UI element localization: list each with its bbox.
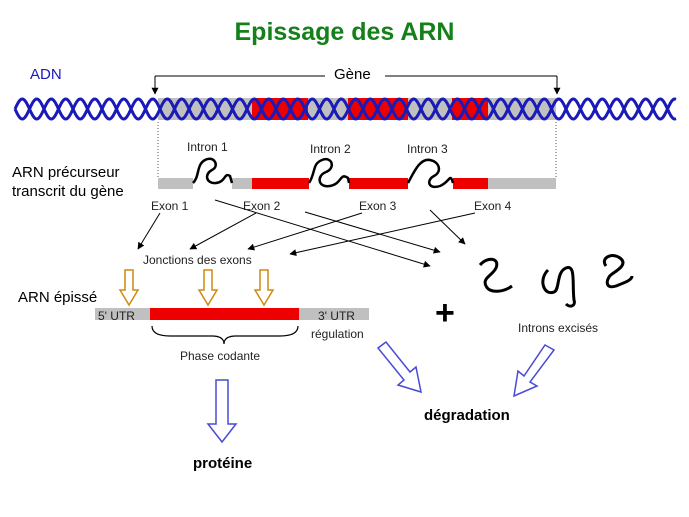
- gene-label: Gène: [331, 66, 374, 83]
- intron2-squiggle: [307, 157, 351, 188]
- protein-arrow-icon: [206, 379, 238, 444]
- degradation-label: dégradation: [424, 407, 510, 424]
- precursor-utr5: [158, 178, 193, 189]
- precursor-exon4-red: [453, 178, 488, 189]
- intron3-squiggle: [406, 158, 455, 189]
- precursor-utr3: [488, 178, 556, 189]
- precursor-exon2: [252, 178, 309, 189]
- intron-3-label: Intron 3: [407, 142, 448, 156]
- precursor-label-line1: ARN précurseur: [12, 164, 120, 181]
- spliced-coding: [150, 308, 299, 320]
- regulation-label: régulation: [311, 327, 364, 341]
- excised-intron-2: [541, 266, 576, 308]
- excised-intron-3: [603, 254, 634, 289]
- excised-introns-label: Introns excisés: [518, 321, 599, 335]
- guide-lines: [157, 122, 557, 178]
- coding-phase-label: Phase codante: [180, 349, 261, 363]
- coding-brace: [151, 325, 299, 345]
- spliced-label: ARN épissé: [18, 289, 98, 306]
- precursor-rna: [158, 157, 556, 189]
- utr5-label: 5' UTR: [98, 309, 135, 323]
- spliced-utr5: [95, 308, 150, 320]
- intron-2-label: Intron 2: [310, 142, 351, 156]
- excised-introns: [478, 254, 634, 308]
- precursor-exon1-gray: [232, 178, 252, 189]
- spliced-utr3: [299, 308, 369, 320]
- page-title: Epissage des ARN: [234, 18, 455, 46]
- mapping-arrows: [137, 199, 476, 268]
- utr3-label: 3' UTR: [318, 309, 355, 323]
- protein-label: protéine: [193, 455, 253, 472]
- spliced-rna: [95, 308, 369, 320]
- junction-arrow-icon: [118, 269, 140, 307]
- exon-2-label: Exon 2: [243, 199, 281, 213]
- flow-arrows: [206, 340, 556, 444]
- intron-degradation-arrow-icon: [513, 344, 556, 398]
- junction-arrow-icon: [197, 269, 219, 307]
- junction-arrows: [118, 269, 275, 307]
- junction-arrow-icon: [253, 269, 275, 307]
- precursor-label-line2: transcrit du gène: [12, 183, 124, 200]
- exon-1-label: Exon 1: [151, 199, 189, 213]
- exon-3-label: Exon 3: [359, 199, 397, 213]
- precursor-exon3: [349, 178, 408, 189]
- adn-label: ADN: [30, 66, 62, 83]
- gene-bracket: [151, 75, 561, 95]
- plus-sign: +: [435, 294, 455, 332]
- junctions-label: Jonctions des exons: [143, 253, 252, 267]
- excised-intron-1: [478, 257, 513, 293]
- exon-4-label: Exon 4: [474, 199, 512, 213]
- utr-degradation-arrow-icon: [376, 340, 422, 394]
- dna-strand-b: [13, 97, 677, 121]
- intron1-squiggle: [192, 157, 234, 185]
- intron-1-label: Intron 1: [187, 140, 228, 154]
